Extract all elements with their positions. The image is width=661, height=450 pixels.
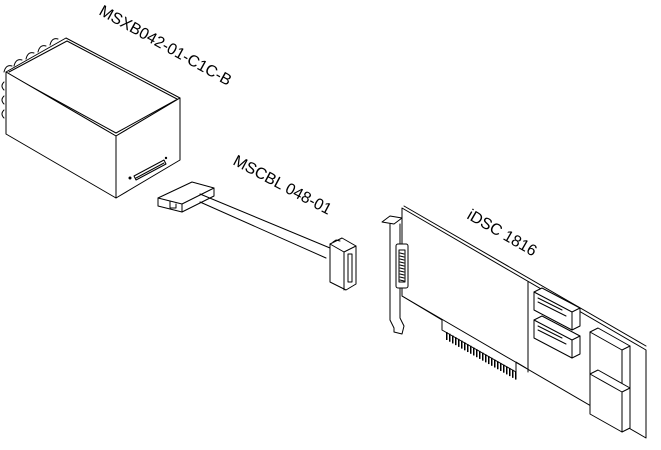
connector-pin bbox=[399, 273, 405, 276]
box-front-face bbox=[115, 97, 181, 199]
card-memory-block-2 bbox=[589, 369, 631, 433]
connector-pin bbox=[399, 264, 405, 267]
card-db-connector bbox=[395, 243, 409, 289]
card-finger bbox=[476, 349, 478, 358]
connector-pin bbox=[399, 255, 405, 258]
card-finger bbox=[452, 335, 454, 344]
card-finger bbox=[491, 357, 493, 366]
card-edge-connector bbox=[446, 332, 517, 380]
card-chip-1 bbox=[533, 287, 581, 331]
card-bottom-edge bbox=[401, 295, 527, 373]
cable-wire-bottom bbox=[199, 201, 327, 259]
card-finger bbox=[509, 368, 511, 377]
connector-pin bbox=[399, 258, 405, 261]
connector-pin bbox=[399, 261, 405, 264]
card-finger bbox=[503, 364, 505, 373]
card-finger bbox=[458, 338, 460, 347]
card-finger bbox=[467, 344, 469, 353]
card-finger bbox=[446, 332, 448, 340]
box-connector bbox=[128, 156, 168, 181]
connector-pin bbox=[399, 270, 405, 273]
box-knobs bbox=[1, 38, 59, 119]
card-finger bbox=[455, 337, 457, 346]
connector-pin bbox=[399, 276, 405, 279]
cable-plug-right bbox=[329, 237, 357, 291]
card-finger bbox=[464, 342, 466, 351]
connector-pin bbox=[399, 267, 405, 270]
card-finger bbox=[485, 354, 487, 363]
connector-pin bbox=[399, 279, 405, 282]
card-finger bbox=[470, 345, 472, 354]
card-finger bbox=[479, 350, 481, 359]
card-finger bbox=[473, 347, 475, 356]
expansion-box bbox=[1, 37, 181, 199]
card-finger bbox=[515, 371, 517, 380]
card-finger bbox=[488, 356, 490, 365]
card-finger bbox=[494, 359, 496, 368]
cable bbox=[157, 181, 357, 291]
card-edge bbox=[403, 205, 647, 347]
card-finger bbox=[506, 366, 508, 375]
cable-wire-top bbox=[199, 193, 331, 249]
card-finger bbox=[512, 369, 514, 378]
cable-plug-left bbox=[157, 181, 215, 213]
label-cable: MSCBL 048-01 bbox=[230, 153, 334, 219]
card-finger bbox=[500, 362, 502, 371]
box-rim bbox=[8, 40, 178, 100]
card-chip-2 bbox=[533, 315, 581, 359]
card-finger bbox=[497, 361, 499, 370]
card-finger bbox=[482, 352, 484, 361]
card-finger bbox=[449, 333, 451, 342]
connector-pin bbox=[399, 252, 405, 255]
card-finger bbox=[461, 340, 463, 349]
controller-card bbox=[381, 205, 647, 439]
